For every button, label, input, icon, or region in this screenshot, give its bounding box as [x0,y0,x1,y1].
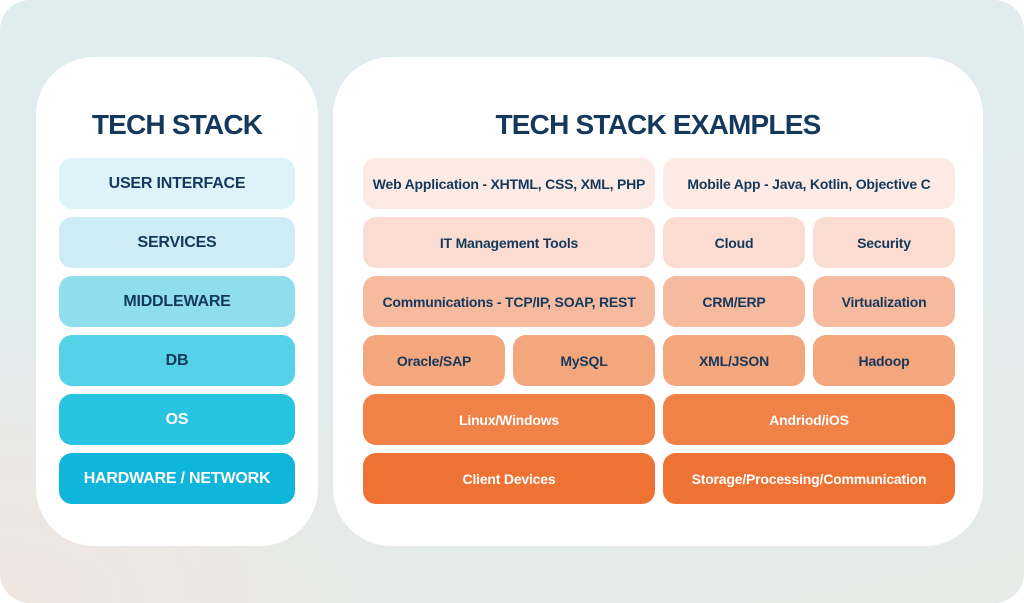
example-hadoop: Hadoop [813,335,955,386]
tech-stack-examples-card: TECH STACK EXAMPLES Web Application - XH… [333,57,983,546]
example-mobile-app: Mobile App - Java, Kotlin, Objective C [663,158,955,209]
example-oracle-sap: Oracle/SAP [363,335,505,386]
example-communications: Communications - TCP/IP, SOAP, REST [363,276,655,327]
example-crm-erp: CRM/ERP [663,276,805,327]
example-virtualization: Virtualization [813,276,955,327]
tech-stack-examples-grid: Web Application - XHTML, CSS, XML, PHP M… [363,158,955,504]
example-android-ios: Andriod/iOS [663,394,955,445]
tech-stack-examples-title: TECH STACK EXAMPLES [495,109,822,140]
example-mysql: MySQL [513,335,655,386]
layer-hardware-network: HARDWARE / NETWORK [59,453,295,504]
example-it-management-tools: IT Management Tools [363,217,655,268]
layer-os: OS [59,394,295,445]
layer-services: SERVICES [59,217,295,268]
example-linux-windows: Linux/Windows [363,394,655,445]
example-xml-json: XML/JSON [663,335,805,386]
tech-stack-card: TECH STACK USER INTERFACE SERVICES MIDDL… [36,57,318,546]
example-client-devices: Client Devices [363,453,655,504]
tech-stack-layers: USER INTERFACE SERVICES MIDDLEWARE DB OS… [59,158,295,504]
example-web-application: Web Application - XHTML, CSS, XML, PHP [363,158,655,209]
example-cloud: Cloud [663,217,805,268]
tech-stack-title: TECH STACK [91,109,263,140]
example-storage-processing-communication: Storage/Processing/Communication [663,453,955,504]
example-security: Security [813,217,955,268]
layer-middleware: MIDDLEWARE [59,276,295,327]
layer-db: DB [59,335,295,386]
layer-user-interface: USER INTERFACE [59,158,295,209]
